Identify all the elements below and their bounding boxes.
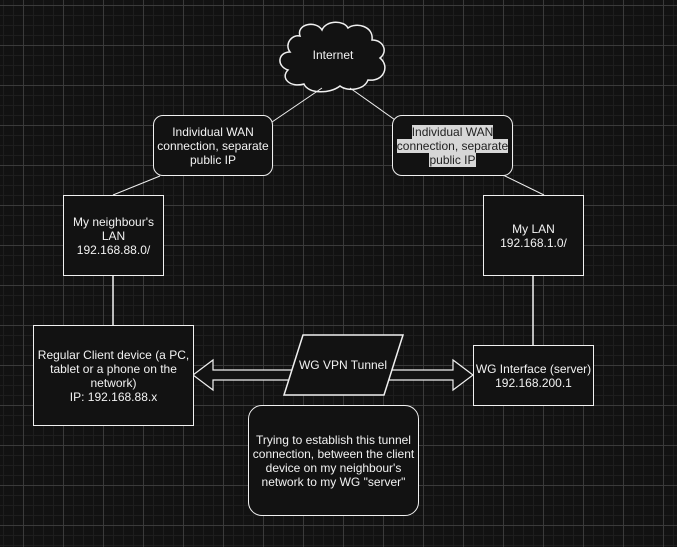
edge-cloud-wan-right	[349, 87, 399, 123]
note-node[interactable]: Trying to establish this tunnel connecti…	[248, 405, 419, 516]
wan-right-label-line-3: public IP	[429, 152, 476, 167]
arrow-right-icon	[389, 358, 474, 392]
note-label: Trying to establish this tunnel connecti…	[252, 432, 415, 489]
my-lan-label: My LAN 192.168.1.0/	[500, 221, 567, 250]
arrow-left-icon	[192, 358, 296, 392]
client-device-label: Regular Client device (a PC, tablet or a…	[37, 347, 190, 404]
neighbour-lan-label: My neighbour's LAN 192.168.88.0/	[73, 214, 154, 257]
client-device-node[interactable]: Regular Client device (a PC, tablet or a…	[33, 325, 194, 426]
wan-right-label-line-1: Individual WAN	[411, 124, 494, 139]
wan-left-node[interactable]: Individual WAN connection, separate publ…	[153, 115, 273, 176]
tunnel-label: WG VPN Tunnel	[298, 358, 388, 372]
wan-right-node[interactable]: Individual WAN connection, separate publ…	[392, 115, 513, 176]
tunnel-parallelogram-shape[interactable]	[282, 334, 405, 396]
edge-cloud-wan-left	[271, 87, 323, 123]
wg-server-node[interactable]: WG Interface (server) 192.168.200.1	[473, 345, 594, 406]
my-lan-node[interactable]: My LAN 192.168.1.0/	[483, 195, 584, 276]
internet-cloud-shape[interactable]	[279, 21, 386, 93]
edge-wan-left-lan-left	[112, 175, 161, 196]
wan-left-label: Individual WAN connection, separate publ…	[157, 124, 269, 167]
internet-label: Internet	[312, 48, 354, 62]
wan-right-label-line-2: connection, separate	[396, 138, 509, 153]
wg-server-label: WG Interface (server) 192.168.200.1	[475, 361, 592, 390]
edge-wan-right-lan-right	[502, 174, 545, 196]
neighbour-lan-node[interactable]: My neighbour's LAN 192.168.88.0/	[63, 195, 164, 276]
